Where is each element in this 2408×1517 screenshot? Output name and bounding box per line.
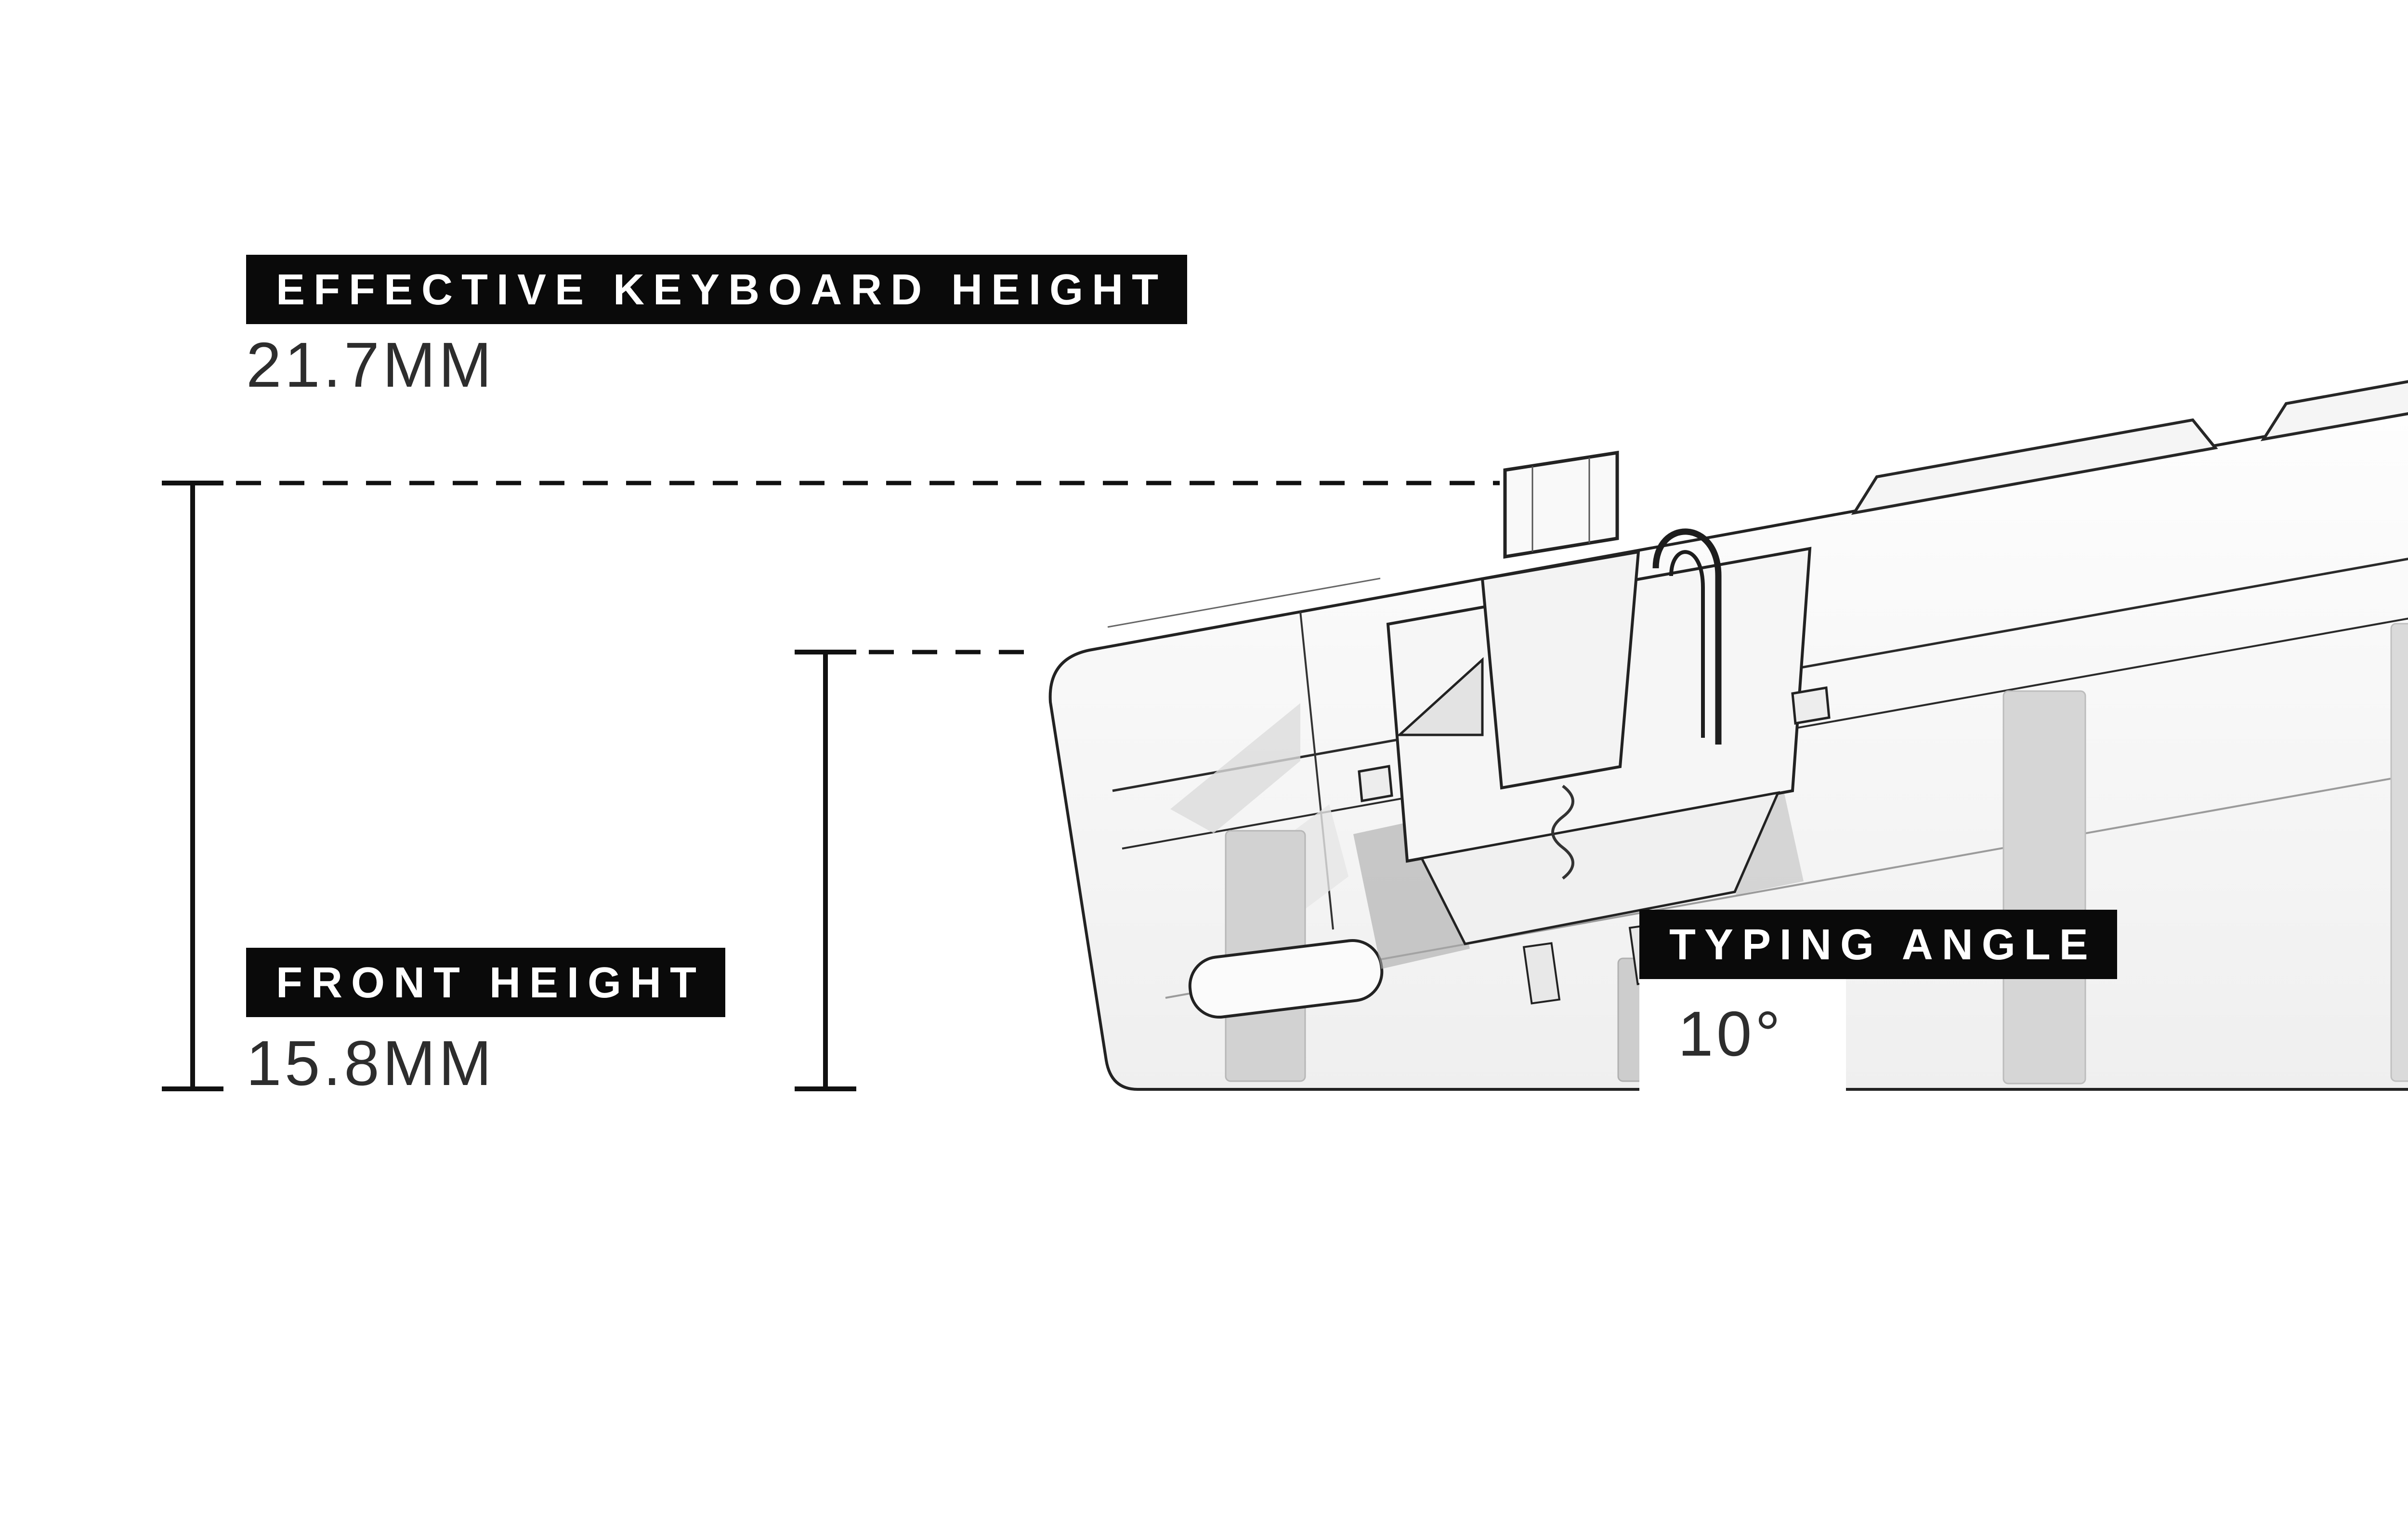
effective-keyboard-height-value: 21.7MM xyxy=(246,329,495,400)
switch-flange-right xyxy=(1791,686,1831,725)
ghost-chevron xyxy=(1170,703,1300,833)
pcb-line xyxy=(1122,617,2408,850)
typing-angle-value: 10° xyxy=(1639,979,1846,1096)
standoff-post xyxy=(2002,690,2086,1085)
front-rim-line xyxy=(1107,577,1381,628)
standoff-post xyxy=(2390,623,2408,1082)
typing-angle-label: TYPING ANGLE xyxy=(1639,910,2117,979)
front-height-value: 15.8MM xyxy=(246,1028,495,1099)
effective-keyboard-height-label: EFFECTIVE KEYBOARD HEIGHT xyxy=(246,255,1188,324)
switch-bottom-housing xyxy=(1420,791,1780,945)
keycap xyxy=(1851,418,2218,515)
switch-light-diffuser xyxy=(1396,657,1484,736)
effective-height-dimension xyxy=(162,481,1500,1091)
front-height-dimension xyxy=(795,650,1039,1091)
plate-line xyxy=(1112,558,2408,792)
switch-leaf-clip-inner xyxy=(1669,550,1705,738)
switch-flange-left xyxy=(1358,765,1393,802)
keycap xyxy=(2260,380,2408,442)
switch-pin xyxy=(1522,942,1561,1005)
front-height-label: FRONT HEIGHT xyxy=(246,948,725,1017)
switch-slider xyxy=(1480,550,1640,790)
switch-spring xyxy=(1551,785,1574,880)
switch-leaf-clip xyxy=(1652,528,1722,745)
